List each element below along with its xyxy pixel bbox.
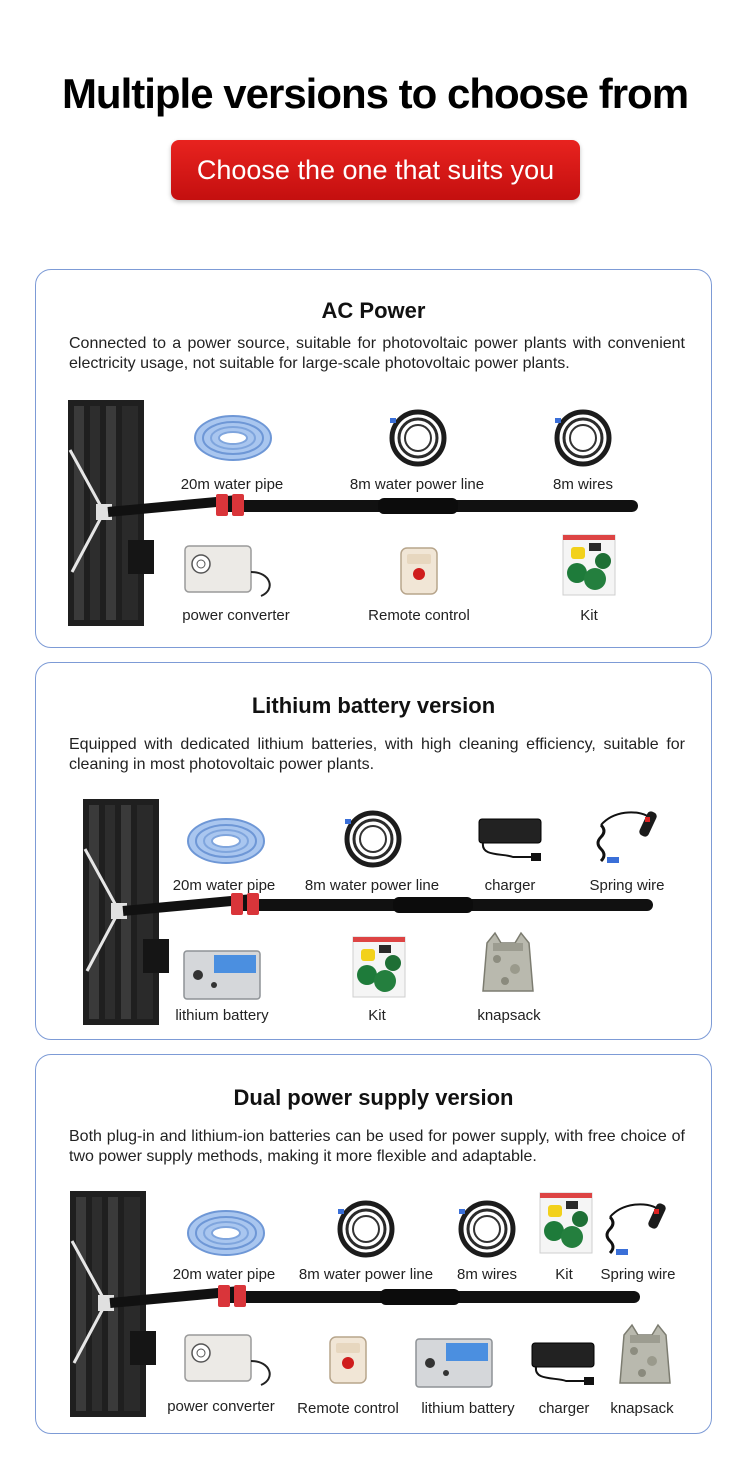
power-converter-image (184, 1334, 271, 1386)
card-title: Dual power supply version (233, 1085, 514, 1110)
remote-control-image (329, 1336, 367, 1384)
charger-image (531, 1342, 595, 1386)
wires-image (551, 408, 615, 468)
item-label: Kit (580, 607, 598, 624)
kit-image (352, 936, 406, 998)
item-label: lithium battery (421, 1400, 515, 1417)
water-pipe-image (187, 1210, 265, 1256)
lithium-battery-image (415, 1338, 493, 1388)
item-label: 8m water power line (298, 1266, 434, 1283)
item-label: Kit (555, 1266, 573, 1283)
item-label: 8m water power line (349, 476, 485, 493)
version-card-lithium: Lithium battery version Equipped with de… (35, 662, 712, 1040)
item-label: knapsack (610, 1400, 674, 1417)
item-label: 20m water pipe (180, 476, 284, 493)
item-label: 8m wires (552, 476, 614, 493)
item-label: charger (538, 1400, 590, 1417)
version-card-dual-power: Dual power supply version Both plug-in a… (35, 1054, 712, 1434)
item-label: knapsack (477, 1007, 541, 1024)
kit-image (539, 1192, 593, 1254)
power-line-image (334, 1199, 398, 1259)
item-label: 20m water pipe (172, 877, 276, 894)
item-label: 8m wires (456, 1266, 518, 1283)
page-headline: Multiple versions to choose from (61, 70, 689, 117)
item-label: Kit (368, 1007, 386, 1024)
item-label: power converter (182, 607, 290, 624)
water-pipe-image (194, 415, 272, 461)
spring-wire-image (605, 1200, 669, 1257)
knapsack-image (482, 932, 534, 992)
lithium-battery-image (183, 950, 261, 1000)
item-label: power converter (167, 1398, 275, 1415)
card-description: Equipped with dedicated lithium batterie… (69, 736, 685, 773)
card-description: Connected to a power source, suitable fo… (69, 335, 685, 372)
wires-image (455, 1199, 519, 1259)
item-label: 8m water power line (304, 877, 440, 894)
version-card-ac-power: AC Power Connected to a power source, su… (35, 269, 712, 648)
item-label: charger (484, 877, 536, 894)
item-label: Remote control (297, 1400, 399, 1417)
water-pipe-image (187, 818, 265, 864)
power-line-image (341, 809, 405, 869)
item-label: lithium battery (175, 1007, 269, 1024)
item-label: Spring wire (600, 1266, 676, 1283)
card-title: Lithium battery version (251, 693, 496, 718)
kit-image (562, 534, 616, 596)
power-line-image (386, 408, 450, 468)
subtitle-banner: Choose the one that suits you (171, 140, 580, 200)
spring-wire-image (596, 808, 660, 865)
item-label: Remote control (368, 607, 470, 624)
power-converter-image (184, 545, 271, 597)
item-label: Spring wire (589, 877, 665, 894)
item-label: 20m water pipe (172, 1266, 276, 1283)
card-description: Both plug-in and lithium-ion batteries c… (69, 1128, 685, 1165)
remote-control-image (400, 547, 438, 595)
charger-image (478, 818, 542, 862)
card-title: AC Power (321, 298, 426, 323)
knapsack-image (619, 1324, 671, 1384)
